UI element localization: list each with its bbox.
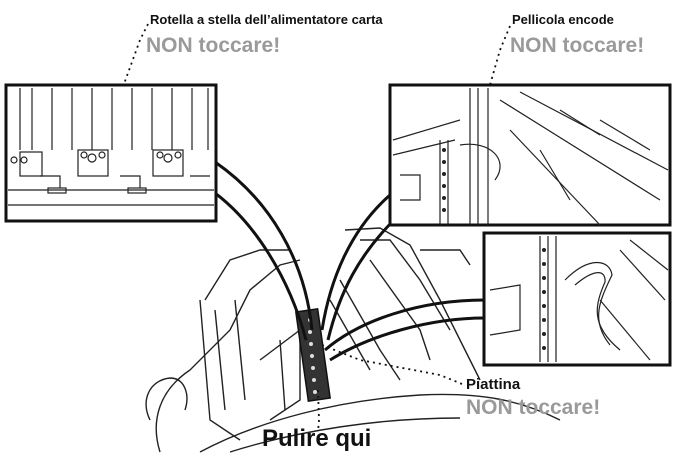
star-wheel-warning: NON toccare! <box>146 34 281 57</box>
encoder-film-label: Pellicola encode <box>512 12 614 27</box>
encoder-film-warning: NON toccare! <box>510 34 645 57</box>
callout-curves <box>207 160 486 362</box>
flat-cable-closeup <box>482 231 672 367</box>
encoder-film-closeup <box>388 83 672 227</box>
flat-cable-warning: NON toccare! <box>466 396 601 419</box>
clean-here-label: Pulire qui <box>262 425 372 452</box>
star-wheel-label: Rotella a stella dell’alimentatore carta <box>150 12 383 27</box>
star-wheel-closeup <box>4 83 218 223</box>
flat-cable-label: Piattina <box>466 376 521 393</box>
